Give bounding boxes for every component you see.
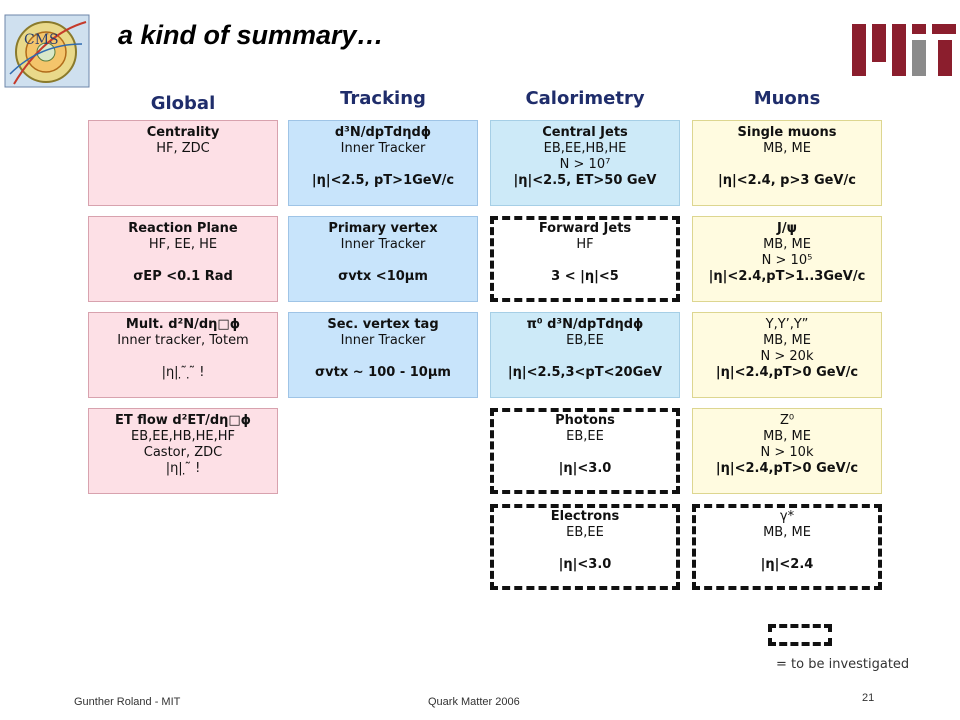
box-cut: |η|<2.5,3<pT<20GeV [507, 365, 663, 380]
box-detail: EB,EE,HB,HE,HF [130, 429, 236, 444]
box-title: ET flow d²ET/dη□ϕ [114, 413, 252, 428]
muons-box-virtual-photon: γ* MB, ME |η|<2.4 [692, 504, 882, 590]
box-cut: 3 < |η|<5 [551, 269, 619, 284]
box-detail: Inner tracker, Totem [117, 333, 249, 348]
calorimetry-box-photons: Photons EB,EE |η|<3.0 [490, 408, 680, 494]
box-detail: MB, ME [763, 333, 811, 348]
legend-dashed-swatch [768, 624, 832, 646]
box-title: γ* [779, 509, 795, 524]
box-title: Sec. vertex tag [327, 317, 439, 332]
box-cut: |η|<2.4,pT>1..3GeV/c [708, 269, 866, 284]
box-title: Forward Jets [538, 221, 632, 236]
calorimetry-box-central-jets: Central Jets EB,EE,HB,HE N > 10⁷ |η|<2.5… [490, 120, 680, 206]
tracking-box-secondary-vertex: Sec. vertex tag Inner Tracker σvtx ~ 100… [288, 312, 478, 398]
box-detail: HF, EE, HE [148, 237, 218, 252]
box-detail: HF, ZDC [156, 141, 210, 156]
footer-author: Gunther Roland - MIT [74, 696, 181, 708]
footer-conference: Quark Matter 2006 [428, 696, 520, 708]
box-cut: σEP <0.1 Rad [133, 269, 233, 284]
box-cut: |η|<2.4,pT>0 GeV/c [715, 461, 859, 476]
box-detail: N > 20k [760, 349, 814, 364]
box-cut: |η|<3.0 [558, 461, 612, 476]
svg-text:CMS: CMS [24, 32, 59, 48]
box-detail: Inner Tracker [340, 237, 426, 252]
mit-logo [852, 24, 956, 76]
global-box-reaction-plane: Reaction Plane HF, EE, HE σEP <0.1 Rad [88, 216, 278, 302]
box-title: Z⁰ [779, 413, 795, 428]
page-number: 21 [862, 692, 875, 704]
legend-text: = to be investigated [776, 657, 910, 672]
box-cut: |η|<2.5, pT>1GeV/c [311, 173, 455, 188]
box-cut: |η|<2.4,pT>0 GeV/c [715, 365, 859, 380]
box-title: J/ψ [777, 221, 797, 236]
column-heading-global: Global [150, 93, 216, 114]
box-detail: EB,EE,HB,HE [543, 141, 627, 156]
box-cut: |η| ̣ ̃ ̣ ̃ ! [161, 365, 205, 380]
box-title: Photons [555, 413, 615, 428]
box-title: π⁰ d³N/dpTdηdϕ [526, 317, 644, 332]
box-detail: N > 10⁷ [559, 157, 611, 172]
box-title: Single muons [737, 125, 837, 140]
box-title: Electrons [550, 509, 620, 524]
global-box-et-flow: ET flow d²ET/dη□ϕ EB,EE,HB,HE,HF Castor,… [88, 408, 278, 494]
box-detail: MB, ME [763, 525, 811, 540]
box-cut: |η|<3.0 [558, 557, 612, 572]
box-title: Reaction Plane [128, 221, 238, 236]
calorimetry-box-electrons: Electrons EB,EE |η|<3.0 [490, 504, 680, 590]
tracking-box-primary-vertex: Primary vertex Inner Tracker σvtx <10μm [288, 216, 478, 302]
box-cut: σvtx <10μm [338, 269, 428, 284]
muons-box-jpsi: J/ψ MB, ME N > 10⁵ |η|<2.4,pT>1..3GeV/c [692, 216, 882, 302]
box-detail: Inner Tracker [340, 333, 426, 348]
global-box-centrality: Centrality HF, ZDC [88, 120, 278, 206]
column-heading-muons: Muons [753, 88, 821, 109]
box-detail: |η| ̣ ̃ ! [165, 461, 201, 476]
box-detail: HF [576, 237, 594, 252]
box-cut: |η|<2.5, ET>50 GeV [513, 173, 657, 188]
calorimetry-box-forward-jets: Forward Jets HF 3 < |η|<5 [490, 216, 680, 302]
box-cut: |η|<2.4, p>3 GeV/c [718, 173, 856, 188]
muons-box-upsilon: Y,Y’,Y” MB, ME N > 20k |η|<2.4,pT>0 GeV/… [692, 312, 882, 398]
box-cut: σvtx ~ 100 - 10μm [315, 365, 451, 380]
column-heading-calorimetry: Calorimetry [525, 88, 645, 109]
box-detail: N > 10k [760, 445, 814, 460]
slide-title: a kind of summary… [118, 20, 384, 50]
box-detail: Castor, ZDC [143, 445, 223, 460]
box-title: d³N/dpTdηdϕ [334, 125, 432, 140]
box-detail: EB,EE [566, 429, 604, 444]
box-title: Central Jets [542, 125, 628, 140]
cms-logo: CMS [4, 14, 90, 88]
box-title: Primary vertex [328, 221, 438, 236]
box-cut: |η|<2.4 [760, 557, 814, 572]
box-title: Centrality [146, 125, 220, 140]
box-detail: MB, ME [763, 141, 811, 156]
box-detail: MB, ME [763, 237, 811, 252]
calorimetry-box-pi0: π⁰ d³N/dpTdηdϕ EB,EE |η|<2.5,3<pT<20GeV [490, 312, 680, 398]
box-detail: MB, ME [763, 429, 811, 444]
box-title: Y,Y’,Y” [765, 317, 809, 332]
box-detail: N > 10⁵ [761, 253, 813, 268]
column-heading-tracking: Tracking [340, 88, 426, 109]
box-detail: Inner Tracker [340, 141, 426, 156]
box-detail: EB,EE [566, 333, 604, 348]
box-title: Mult. d²N/dη□ϕ [125, 317, 241, 332]
muons-box-z0: Z⁰ MB, ME N > 10k |η|<2.4,pT>0 GeV/c [692, 408, 882, 494]
box-detail: EB,EE [566, 525, 604, 540]
global-box-multiplicity: Mult. d²N/dη□ϕ Inner tracker, Totem |η| … [88, 312, 278, 398]
muons-box-single-muons: Single muons MB, ME |η|<2.4, p>3 GeV/c [692, 120, 882, 206]
tracking-box-spectra: d³N/dpTdηdϕ Inner Tracker |η|<2.5, pT>1G… [288, 120, 478, 206]
